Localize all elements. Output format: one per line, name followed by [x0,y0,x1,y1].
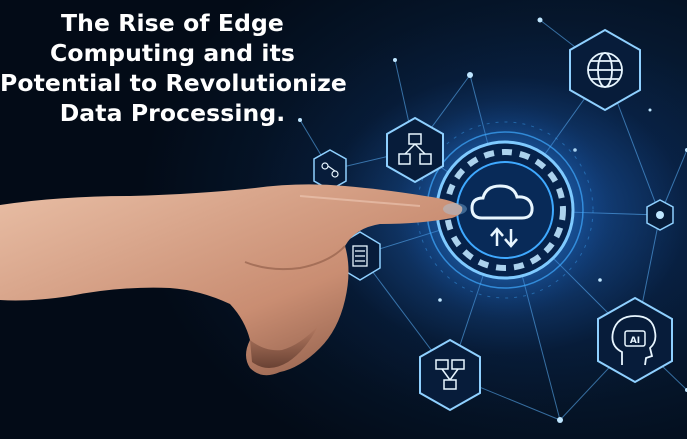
devices-icon [435,359,465,390]
globe-icon [587,52,623,88]
headline-line-1: The Rise of Edge [61,9,284,37]
small-node [646,199,674,231]
circuit-node [313,149,347,191]
cloud-icon [470,184,534,220]
headline-line-4: Data Processing. [59,99,286,127]
upload-arrow-icon [490,227,504,246]
circuit-icon [321,162,339,178]
headline-line-2: Computing and its [49,39,296,67]
headline: The Rise of Edge Computing and its Poten… [0,8,347,128]
headline-line-3: Potential to Revolutionize [0,69,347,97]
ai-head-icon [611,315,657,366]
cubes-icon [398,133,432,165]
network-cubes-node [386,116,444,184]
ai-head-node: AI [597,296,673,384]
pointing-hand [0,184,467,376]
cloud-sync-hub [395,100,615,320]
globe-node [569,28,641,112]
devices-node [419,338,481,412]
ai-label: AI [630,336,640,346]
server-icon [352,245,368,267]
download-arrow-icon [504,229,518,248]
